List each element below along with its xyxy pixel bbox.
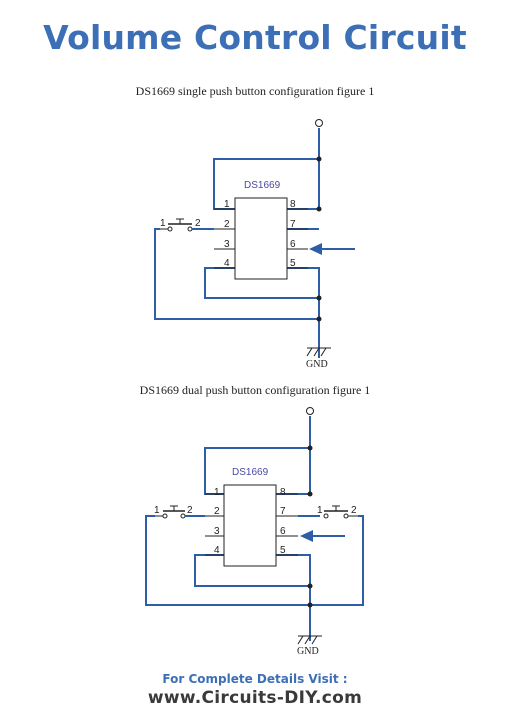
figure1-chip-name: DS1669 xyxy=(244,180,281,191)
figure1-pin-8: 8 xyxy=(290,199,296,210)
figure2-pin-8: 8 xyxy=(280,487,286,498)
figure1-chip xyxy=(234,197,288,280)
figure1-pin-6: 6 xyxy=(290,239,296,250)
figure1-vcc-terminal xyxy=(315,119,323,127)
figure2-arrow-head xyxy=(300,530,313,542)
figure1-pin-lines xyxy=(214,208,308,269)
figure2-left-button-pin-a: 1 xyxy=(154,505,160,516)
figure1-pin-3: 3 xyxy=(224,239,230,250)
figure1-pin-2: 2 xyxy=(224,219,230,230)
figure1-junctions xyxy=(316,156,322,322)
figure2-pin-7: 7 xyxy=(280,506,286,517)
figure2-pin-5: 5 xyxy=(280,545,286,556)
figure1-ground-label: GND xyxy=(306,359,328,370)
figure2-caption: DS1669 dual push button configuration fi… xyxy=(139,383,371,397)
figure1-pin-4: 4 xyxy=(224,258,230,269)
figure2-left-button-pin-b: 2 xyxy=(187,505,193,516)
figure2-schematic: DS1669 1 2 3 4 5 6 7 8 1 2 1 2 xyxy=(145,407,364,657)
figure2-pin-6: 6 xyxy=(280,526,286,537)
figure1-pin-5: 5 xyxy=(290,258,296,269)
figure2-push-button-left: 1 2 xyxy=(154,505,205,519)
figure2-right-button-pin-a: 1 xyxy=(317,505,323,516)
figure2-pin-3: 3 xyxy=(214,526,220,537)
figure1-schematic: DS1669 1 2 3 4 5 6 7 8 1 2 GND xyxy=(154,119,355,370)
footer-site-link[interactable]: www.Circuits-DIY.com xyxy=(147,688,363,708)
figure2-right-button-pin-b: 2 xyxy=(351,505,357,516)
figure2-pin-4: 4 xyxy=(214,545,220,556)
figure2-pin-2: 2 xyxy=(214,506,220,517)
page-title: Volume Control Circuit xyxy=(43,18,467,57)
figure1-caption: DS1669 single push button configuration … xyxy=(135,84,375,98)
figure1-push-button: 1 2 xyxy=(160,218,214,232)
figure2-ground-symbol xyxy=(297,635,322,645)
figure2-vcc-terminal xyxy=(306,407,314,415)
figure2-ground-label: GND xyxy=(297,646,319,657)
figure1-ground-symbol xyxy=(306,347,331,357)
figure2-push-button-right: 1 2 xyxy=(298,505,358,519)
footer-visit-text: For Complete Details Visit : xyxy=(162,672,348,686)
figure1-pin-1: 1 xyxy=(224,199,230,210)
figure2-junctions xyxy=(307,445,313,608)
figure2-chip xyxy=(223,484,277,567)
figure2-chip-name: DS1669 xyxy=(232,467,269,478)
figure1-button-pin-b: 2 xyxy=(195,218,201,229)
figure1-button-pin-a: 1 xyxy=(160,218,166,229)
figure2-pin-lines xyxy=(205,493,298,556)
figure1-pin-7: 7 xyxy=(290,219,296,230)
figure1-arrow-head xyxy=(309,243,322,255)
figure2-pin-1: 1 xyxy=(214,487,220,498)
